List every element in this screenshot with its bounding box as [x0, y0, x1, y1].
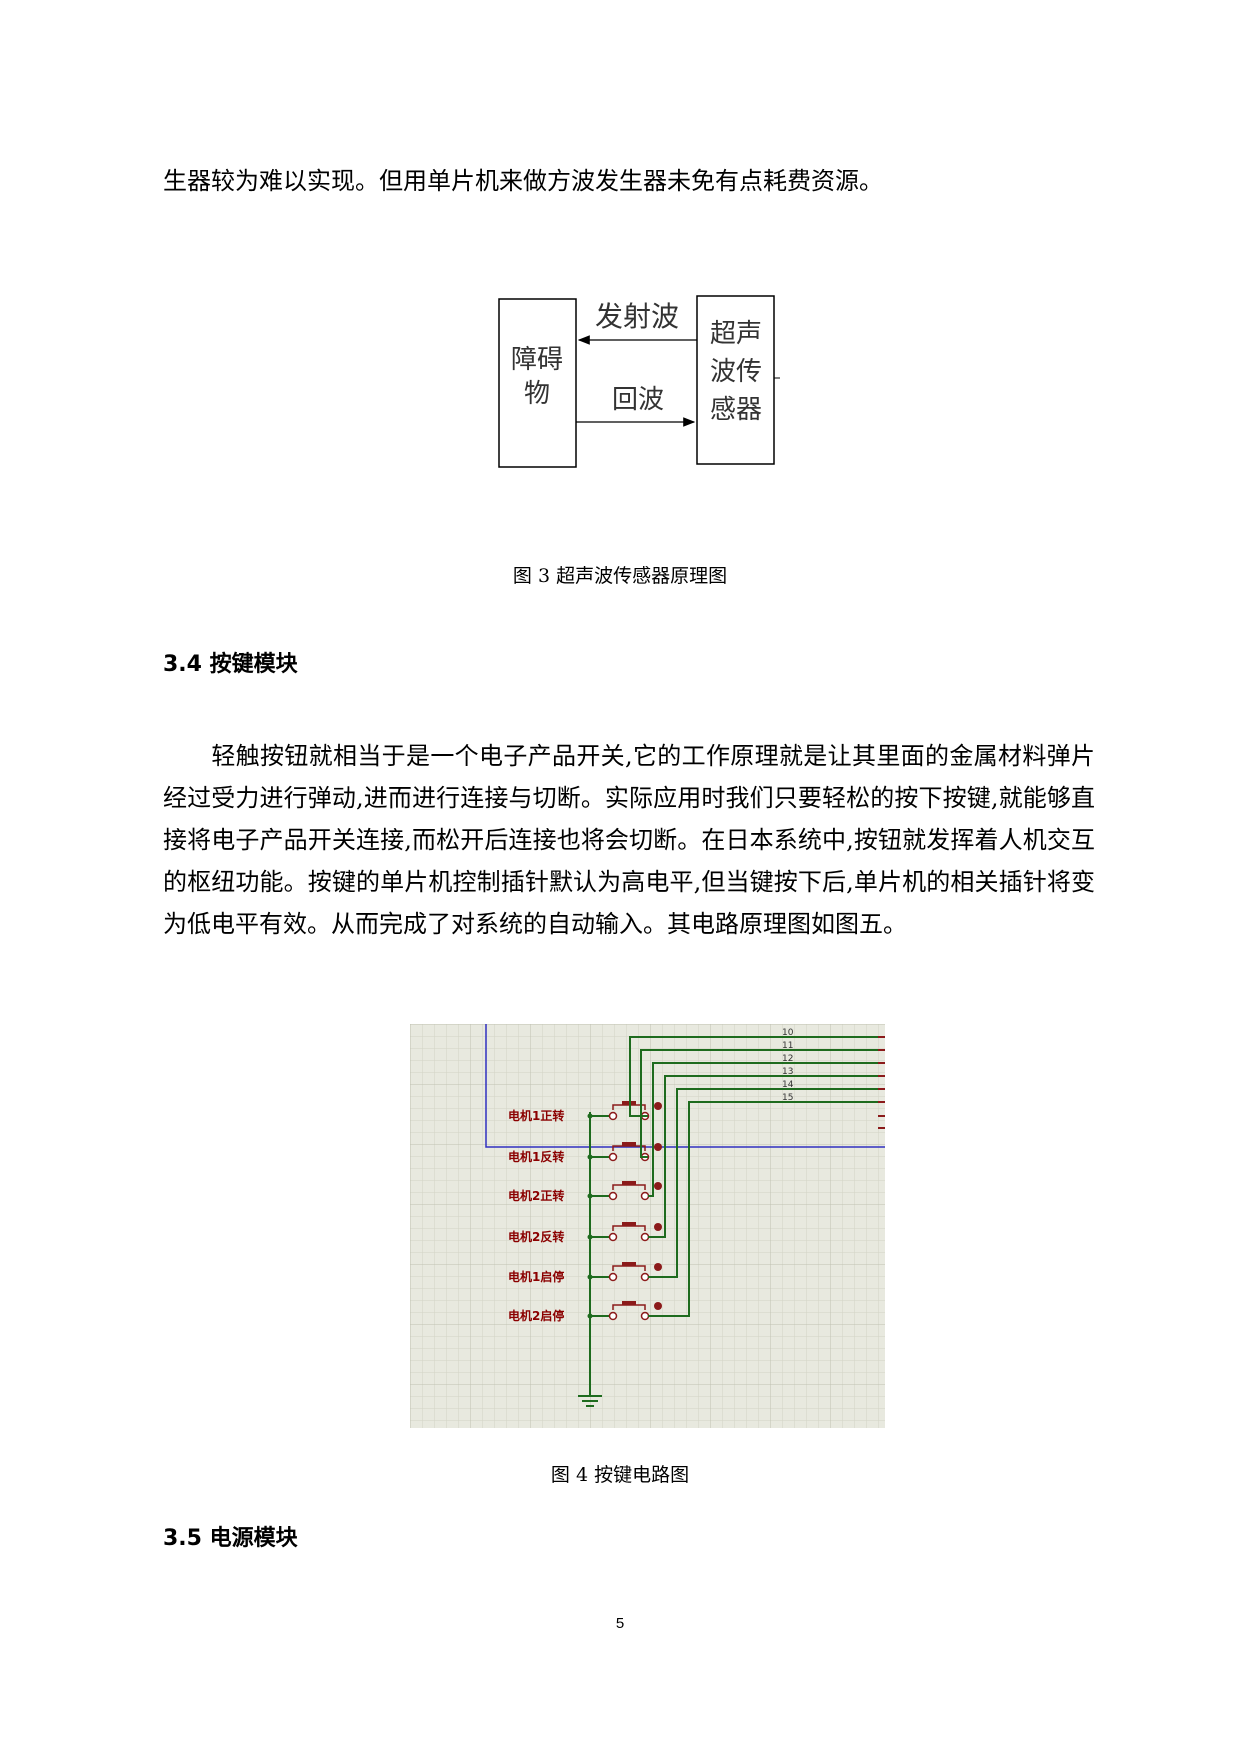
push-button-row: 电机1反转: [508, 1049, 885, 1164]
page-number: 5: [615, 1615, 625, 1632]
signal-wire: [648, 1075, 885, 1238]
button-cap: [622, 1262, 636, 1266]
signal-wire: [640, 1049, 885, 1158]
push-button-row: 电机1正转: [508, 1036, 885, 1123]
button-pin-dot: [654, 1263, 662, 1271]
button-cap: [622, 1181, 636, 1185]
ultrasonic-diagram: 发射波 回波 障碍 物 超声 波传 感器: [498, 295, 780, 468]
sensor-label-line2: 波传: [710, 357, 762, 387]
body-paragraph-text: 轻触按钮就相当于是一个电子产品开关,它的工作原理就是让其里面的金属材料弹片经过受…: [163, 742, 1095, 938]
button-label: 电机1启停: [508, 1269, 564, 1284]
button-terminal: [640, 1232, 650, 1242]
pin-number: 12: [782, 1054, 793, 1064]
button-terminal: [608, 1152, 618, 1162]
figure4-caption: 图 4 按键电路图: [550, 1464, 690, 1486]
button-terminal: [640, 1311, 650, 1321]
junction-dot: [587, 1234, 593, 1240]
button-pin-dot: [654, 1143, 662, 1151]
button-label: 电机2正转: [508, 1188, 564, 1203]
button-pin-dot: [654, 1302, 662, 1310]
obstacle-label-line1: 障碍: [511, 345, 563, 375]
pin-number: 13: [782, 1067, 793, 1077]
emit-label: 发射波: [595, 300, 679, 333]
button-pin-dot: [654, 1182, 662, 1190]
sensor-box: [696, 295, 775, 465]
button-label: 电机2启停: [508, 1308, 564, 1323]
junction-dot: [587, 1113, 593, 1119]
obstacle-label-line2: 物: [524, 379, 550, 409]
button-terminal: [608, 1232, 618, 1242]
signal-wire: [648, 1088, 885, 1278]
signal-wire: [629, 1036, 885, 1117]
signal-wire: [648, 1062, 885, 1197]
junction-dot: [587, 1313, 593, 1319]
junction-dot: [587, 1274, 593, 1280]
obstacle-box: [498, 298, 577, 468]
button-label: 电机2反转: [508, 1229, 564, 1244]
push-button-row: 电机2正转: [508, 1062, 885, 1203]
push-button-row: 电机1启停: [508, 1088, 885, 1284]
button-pin-dot: [654, 1102, 662, 1110]
pin-number: 10: [782, 1028, 794, 1038]
button-terminal: [608, 1272, 618, 1282]
pin-number: 15: [782, 1093, 793, 1103]
echo-label: 回波: [612, 385, 664, 415]
button-terminal: [608, 1111, 618, 1121]
figure3-caption: 图 3 超声波传感器原理图: [512, 565, 728, 587]
sheet-boundary: [485, 1024, 885, 1148]
ground-symbol: [578, 1395, 602, 1407]
pin-number: 11: [782, 1041, 793, 1051]
signal-wire: [648, 1101, 885, 1317]
button-cap: [622, 1222, 636, 1226]
button-terminal: [608, 1311, 618, 1321]
button-label: 电机1正转: [508, 1108, 564, 1123]
button-cap: [622, 1301, 636, 1305]
sensor-label-line1: 超声: [710, 319, 762, 349]
continuation-text: 生器较为难以实现。但用单片机来做方波发生器未免有点耗费资源。: [163, 167, 883, 195]
push-button-row: 电机2启停: [508, 1101, 885, 1323]
button-terminal: [640, 1272, 650, 1282]
section-heading-3-5: 3.5 电源模块: [163, 1526, 298, 1551]
button-cap: [622, 1142, 636, 1146]
button-terminal: [640, 1191, 650, 1201]
button-terminal: [608, 1191, 618, 1201]
junction-dot: [587, 1193, 593, 1199]
push-button-row: 电机2反转: [508, 1075, 885, 1244]
pin-number: 14: [782, 1080, 794, 1090]
junction-dot: [587, 1154, 593, 1160]
section-heading-3-4: 3.4 按键模块: [163, 652, 298, 677]
button-pin-dot: [654, 1223, 662, 1231]
body-paragraph: 轻触按钮就相当于是一个电子产品开关,它的工作原理就是让其里面的金属材料弹片经过受…: [163, 735, 1095, 945]
button-label: 电机1反转: [508, 1149, 564, 1164]
sensor-label-line3: 感器: [710, 395, 762, 425]
